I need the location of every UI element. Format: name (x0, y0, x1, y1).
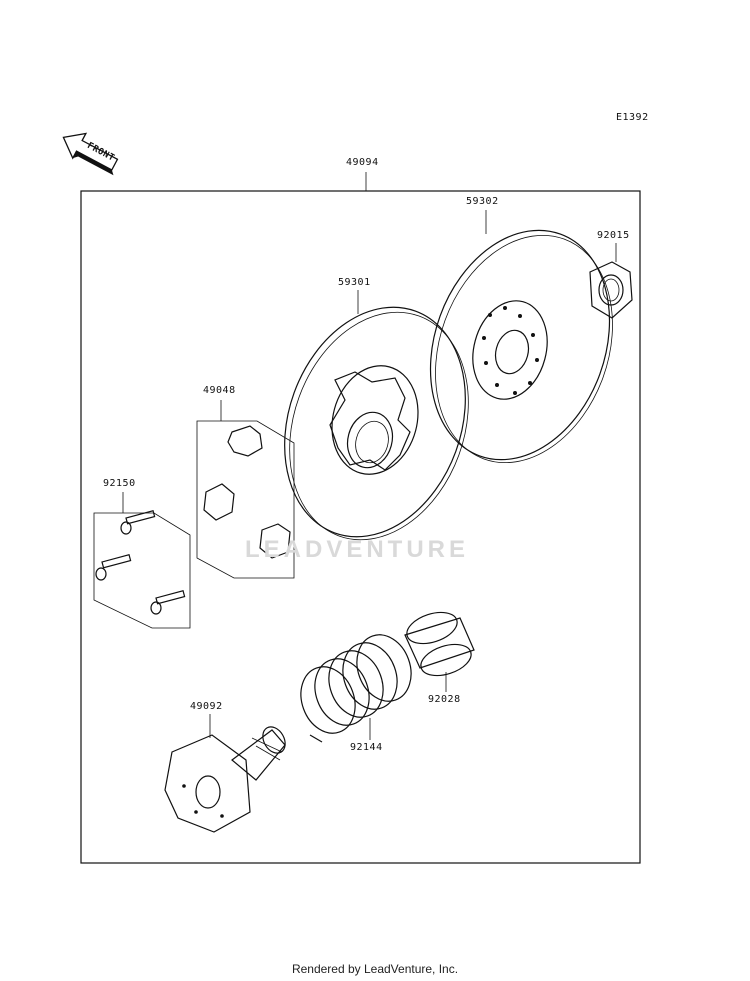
part-label-59301: 59301 (338, 277, 371, 288)
bushing-92028 (404, 611, 475, 692)
part-label-49092: 49092 (190, 701, 223, 712)
bolts-92150 (93, 492, 191, 629)
spring-92144 (300, 634, 412, 743)
part-label-92015: 92015 (597, 230, 630, 241)
part-label-49048: 49048 (203, 385, 236, 396)
weights-49048 (196, 400, 295, 579)
movable-sheave-59301 (284, 290, 469, 541)
footer-credit: Rendered by LeadVenture, Inc. (291, 962, 459, 976)
part-label-59302: 59302 (466, 196, 499, 207)
part-label-92144: 92144 (350, 742, 383, 753)
fixed-sheave-59302 (429, 210, 613, 464)
diagram-id: E1392 (616, 112, 649, 123)
assembly-frame (80, 190, 641, 864)
nut-92015 (589, 243, 633, 319)
part-label-49094: 49094 (346, 157, 379, 168)
spider-49092 (164, 714, 286, 833)
part-label-92028: 92028 (428, 694, 461, 705)
part-label-92150: 92150 (103, 478, 136, 489)
watermark-text: LEADVENTURE (245, 536, 470, 563)
front-arrow-icon (62, 132, 119, 176)
